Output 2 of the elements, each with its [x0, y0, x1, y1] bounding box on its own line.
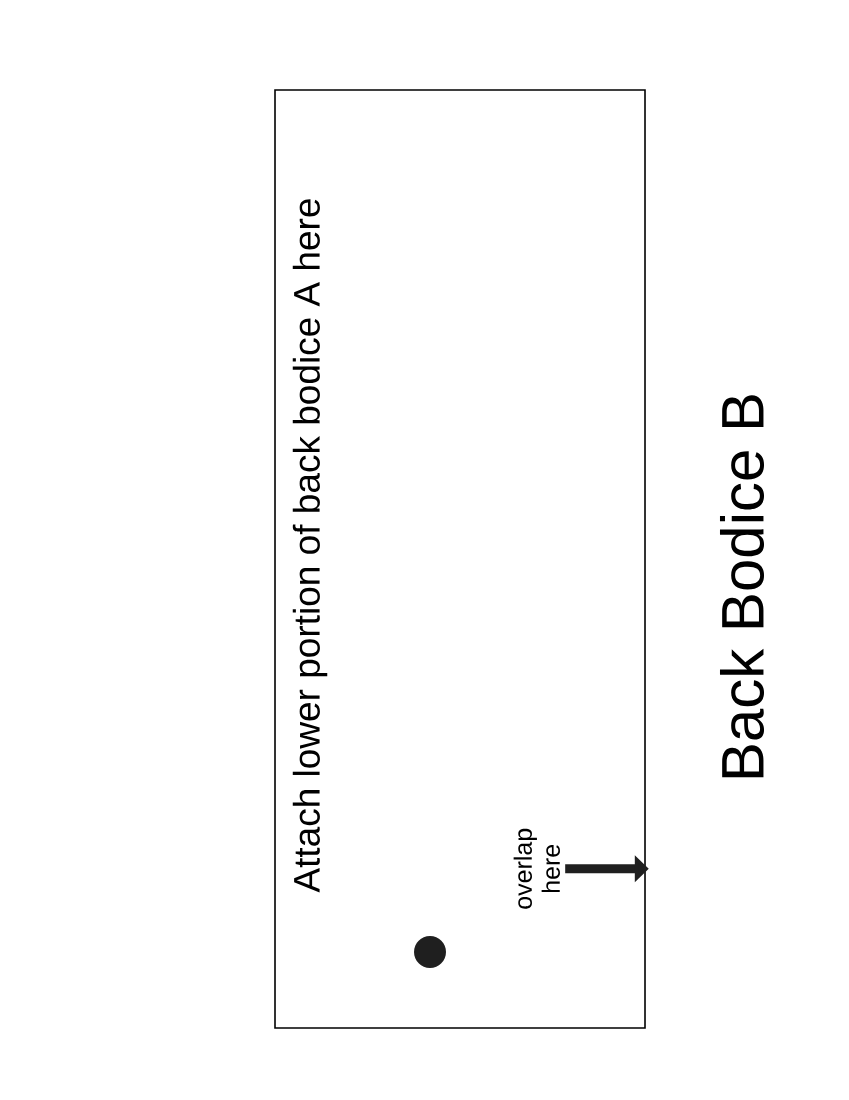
piece-title: Back Bodice B [720, 395, 765, 778]
note-text: overlap here [513, 828, 560, 909]
